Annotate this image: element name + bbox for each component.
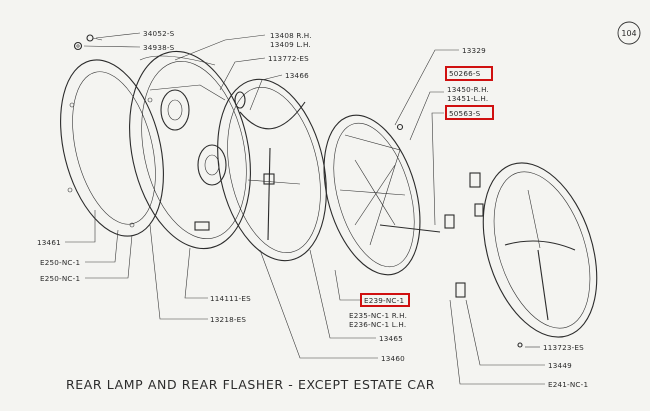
page-number-badge: 104 <box>617 21 641 45</box>
label-e250-a: E250-NC-1 <box>40 258 80 267</box>
label-e250-b: E250-NC-1 <box>40 274 80 283</box>
washer-34938 <box>73 41 83 51</box>
label-13449: 13449 <box>548 361 572 370</box>
gasket-ring-13461 <box>60 59 164 237</box>
part-labels: 34052-S 34938-S 13408 R.H. 13409 L.H. 11… <box>37 29 588 389</box>
label-e235: E235-NC-1 R.H. <box>349 311 407 320</box>
label-34938: 34938-S <box>143 43 175 52</box>
lens-13329 <box>323 114 441 276</box>
highlight-50563 <box>445 105 494 120</box>
highlight-e239 <box>360 293 410 307</box>
leader-lines <box>65 32 545 385</box>
label-34052: 34052-S <box>143 29 175 38</box>
label-e239: E239-NC-1 <box>364 296 404 305</box>
label-13218: 13218-ES <box>210 315 246 324</box>
label-e236: E236-NC-1 L.H. <box>349 320 406 329</box>
label-13329: 13329 <box>462 46 486 55</box>
label-13409: 13409 L.H. <box>270 40 311 49</box>
label-13408: 13408 R.H. <box>270 31 312 40</box>
lamp-frame-13460 <box>217 78 327 262</box>
label-13450: 13450-R.H. <box>447 85 489 94</box>
diagram-caption: REAR LAMP AND REAR FLASHER - EXCEPT ESTA… <box>66 377 435 392</box>
page-number: 104 <box>621 29 636 38</box>
label-13465: 13465 <box>379 334 403 343</box>
label-13451: 13451-L.H. <box>447 94 488 103</box>
label-13460: 13460 <box>381 354 405 363</box>
highlight-50266 <box>445 66 493 81</box>
label-114111: 114111-ES <box>210 294 251 303</box>
label-13466: 13466 <box>285 71 309 80</box>
bulb-113772 <box>234 91 246 109</box>
label-113723: 113723-ES <box>543 343 584 352</box>
label-50563: 50563-S <box>449 109 481 118</box>
label-e241: E241-NC-1 <box>548 380 588 389</box>
label-50266: 50266-S <box>449 69 481 78</box>
outer-rim-13449 <box>482 162 598 348</box>
label-113772: 113772-ES <box>268 54 309 63</box>
clip-group <box>444 172 484 298</box>
lamp-body-13408 <box>129 50 251 250</box>
screw-34052 <box>86 34 103 42</box>
label-13461: 13461 <box>37 238 61 247</box>
